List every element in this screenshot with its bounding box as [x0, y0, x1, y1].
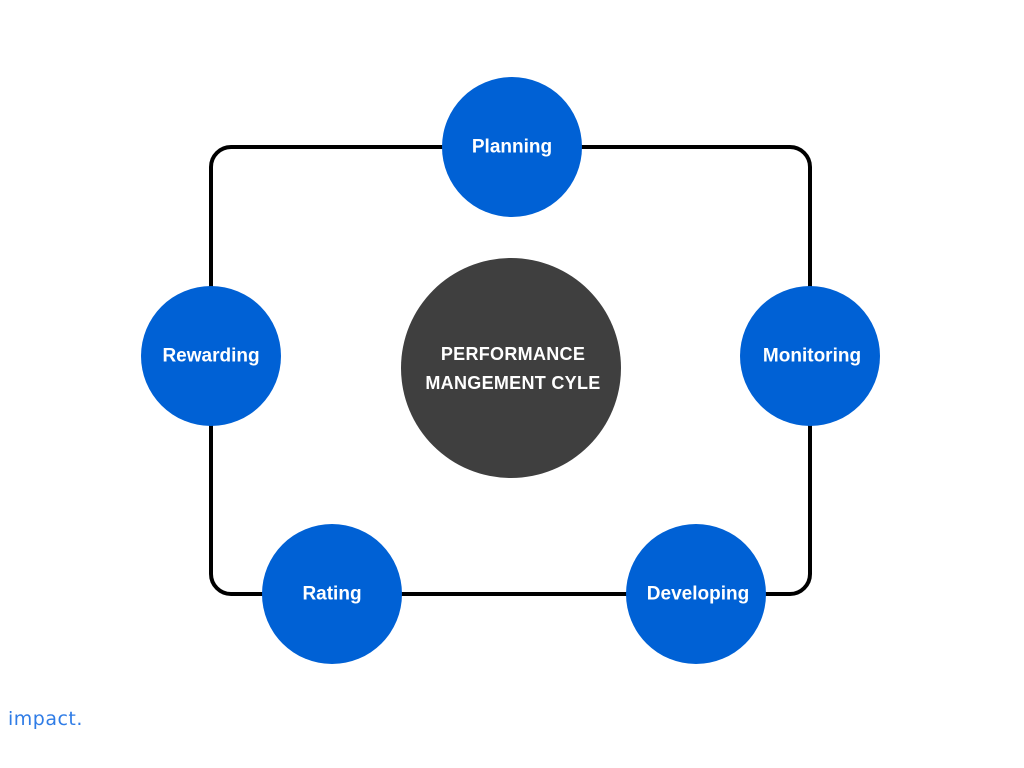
step-circle-planning — [442, 77, 582, 217]
step-node-monitoring: Monitoring — [740, 286, 880, 426]
step-circle-monitoring — [740, 286, 880, 426]
step-label-developing: Developing — [647, 584, 749, 605]
step-circle-developing — [626, 524, 766, 664]
step-label-planning: Planning — [472, 137, 552, 158]
step-label-monitoring: Monitoring — [763, 346, 861, 367]
step-circle-rewarding — [141, 286, 281, 426]
step-circle-rating — [262, 524, 402, 664]
step-node-rating: Rating — [262, 524, 402, 664]
center-circle — [401, 258, 621, 478]
step-label-rating: Rating — [302, 584, 361, 605]
center-title-line-1: PERFORMANCE — [441, 344, 585, 364]
center-node: PERFORMANCE MANGEMENT CYLE — [401, 258, 621, 478]
step-node-planning: Planning — [442, 77, 582, 217]
brand-logo-text: impact. — [8, 708, 83, 730]
center-title-line-2: MANGEMENT CYLE — [425, 373, 600, 393]
step-node-developing: Developing — [626, 524, 766, 664]
step-label-rewarding: Rewarding — [162, 346, 259, 367]
brand-logo: impact. — [8, 708, 83, 730]
step-node-rewarding: Rewarding — [141, 286, 281, 426]
